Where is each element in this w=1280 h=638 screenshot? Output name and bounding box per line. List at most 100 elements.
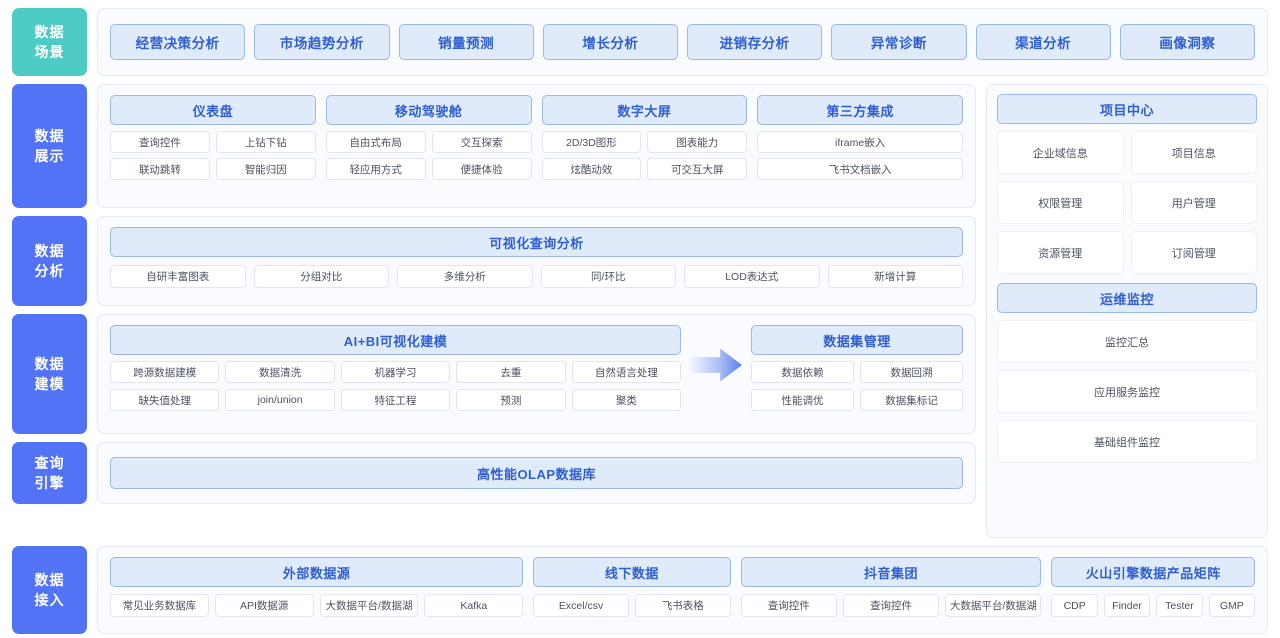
modeling-left-title[interactable]: AI+BI可视化建模: [110, 325, 681, 355]
display-group-title[interactable]: 数字大屏: [541, 95, 748, 125]
project-center-tile[interactable]: 项目信息: [1130, 131, 1257, 174]
display-group-title[interactable]: 仪表盘: [110, 95, 316, 125]
olap-database-block[interactable]: 高性能OLAP数据库: [110, 457, 963, 489]
project-center-tile[interactable]: 企业域信息: [997, 131, 1124, 174]
project-center-tile[interactable]: 用户管理: [1130, 181, 1257, 224]
analysis-chip[interactable]: LOD表达式: [684, 265, 820, 288]
row-label-query-engine: 查询 引擎: [12, 442, 87, 504]
analysis-chip[interactable]: 自研丰富图表: [110, 265, 246, 288]
side-panel: 项目中心 企业域信息 项目信息 权限管理 用户管理 资源管理 订阅管理 运维监控…: [986, 84, 1268, 538]
ops-monitor-tile[interactable]: 应用服务监控: [997, 370, 1257, 413]
modeling-chip[interactable]: 聚类: [571, 389, 682, 411]
modeling-chip[interactable]: 自然语言处理: [571, 361, 682, 383]
row-query-engine: 查询 引擎 高性能OLAP数据库: [12, 442, 976, 504]
modeling-chip[interactable]: 缺失值处理: [110, 389, 220, 411]
ingestion-group-title[interactable]: 线下数据: [533, 557, 731, 587]
ingestion-chip[interactable]: GMP: [1208, 594, 1256, 617]
display-chip[interactable]: 自由式布局: [325, 131, 426, 153]
analysis-title[interactable]: 可视化查询分析: [110, 227, 963, 257]
display-chip[interactable]: 2D/3D图形: [541, 131, 642, 153]
ingestion-group-title[interactable]: 火山引擎数据产品矩阵: [1051, 557, 1256, 587]
dataset-chip[interactable]: 数据依赖: [751, 361, 854, 383]
ingestion-chip[interactable]: CDP: [1051, 594, 1098, 617]
display-chip[interactable]: iframe嵌入: [757, 131, 963, 153]
scenario-item-4[interactable]: 进销存分析: [687, 24, 823, 60]
display-chip[interactable]: 查询控件: [110, 131, 210, 153]
chip-line: 跨源数据建模 数据清洗 机器学习 去重 自然语言处理: [110, 361, 682, 383]
scenario-item-3[interactable]: 增长分析: [542, 24, 678, 60]
row-modeling: 数据 建模 AI+BI可视化建模 跨源数据建模 数据清洗 机器学习 去重 自: [12, 314, 976, 434]
analysis-chips: 自研丰富图表 分组对比 多维分析 同/环比 LOD表达式 新增计算: [110, 265, 963, 288]
modeling-chip[interactable]: 机器学习: [340, 361, 451, 383]
modeling-chip[interactable]: 跨源数据建模: [110, 361, 220, 383]
ingestion-chip[interactable]: Excel/csv: [533, 594, 629, 617]
ingestion-chip[interactable]: 大数据平台/数据湖: [945, 594, 1042, 617]
display-group-title[interactable]: 移动驾驶舱: [325, 95, 532, 125]
display-chip[interactable]: 炫酷动效: [541, 158, 642, 180]
ingestion-chip[interactable]: API数据源: [214, 594, 314, 617]
chip-line: 轻应用方式 便捷体验: [325, 158, 532, 180]
display-group-dashboard: 仪表盘 查询控件 上钻下钻 联动跳转 智能归因: [110, 95, 316, 197]
chip-line: 联动跳转 智能归因: [110, 158, 316, 180]
ingestion-chip[interactable]: Finder: [1103, 594, 1151, 617]
display-chip[interactable]: 联动跳转: [110, 158, 210, 180]
ops-monitor-title[interactable]: 运维监控: [997, 283, 1257, 313]
scenario-item-6[interactable]: 渠道分析: [975, 24, 1111, 60]
display-chip[interactable]: 图表能力: [647, 131, 748, 153]
display-chip[interactable]: 轻应用方式: [325, 158, 426, 180]
scenario-item-7[interactable]: 画像洞察: [1119, 24, 1255, 60]
ops-monitor-tile[interactable]: 基础组件监控: [997, 420, 1257, 463]
display-chip[interactable]: 智能归因: [215, 158, 316, 180]
project-center-tile[interactable]: 权限管理: [997, 181, 1124, 224]
ingestion-chip[interactable]: 查询控件: [842, 594, 940, 617]
row-label-line2: 分析: [34, 263, 65, 279]
row-label-line1: 数据: [34, 128, 65, 144]
display-group-third-party: 第三方集成 iframe嵌入 飞书文档嵌入: [757, 95, 963, 197]
ingestion-groups: 外部数据源 常见业务数据库 API数据源 大数据平台/数据湖 Kafka 线下数…: [110, 557, 1256, 623]
analysis-chip[interactable]: 同/环比: [540, 265, 676, 288]
scenario-list: 经营决策分析 市场趋势分析 销量预测 增长分析 进销存分析 异常诊断 渠道分析 …: [110, 19, 1255, 65]
display-group-title[interactable]: 第三方集成: [757, 95, 963, 125]
ingestion-group-volcengine: 火山引擎数据产品矩阵 CDP Finder Tester GMP: [1051, 557, 1256, 623]
ingestion-chip[interactable]: 查询控件: [740, 594, 837, 617]
display-chip[interactable]: 便捷体验: [431, 158, 532, 180]
modeling-right-title[interactable]: 数据集管理: [751, 325, 963, 355]
ops-monitor-tiles: 监控汇总 应用服务监控 基础组件监控: [997, 320, 1257, 463]
dataset-chip[interactable]: 性能调优: [751, 389, 854, 411]
ops-monitor-tile[interactable]: 监控汇总: [997, 320, 1257, 363]
modeling-chip[interactable]: 预测: [456, 389, 566, 411]
ingestion-group-title[interactable]: 抖音集团: [740, 557, 1042, 587]
chip-line: 数据依赖 数据回溯: [751, 361, 963, 383]
project-center-tile[interactable]: 订阅管理: [1130, 231, 1257, 274]
analysis-chip[interactable]: 新增计算: [827, 265, 963, 288]
modeling-chip[interactable]: 去重: [456, 361, 566, 383]
project-center-tile[interactable]: 资源管理: [997, 231, 1124, 274]
scenario-item-5[interactable]: 异常诊断: [831, 24, 967, 60]
chip-line: 缺失值处理 join/union 特征工程 预测 聚类: [110, 389, 682, 411]
modeling-chip[interactable]: join/union: [225, 389, 335, 411]
ingestion-chip[interactable]: Kafka: [424, 594, 524, 617]
display-chip[interactable]: 飞书文档嵌入: [757, 158, 963, 180]
ingestion-chip[interactable]: 飞书表格: [634, 594, 731, 617]
analysis-chip[interactable]: 分组对比: [253, 265, 389, 288]
modeling-chip[interactable]: 数据清洗: [225, 361, 335, 383]
scenario-item-1[interactable]: 市场趋势分析: [254, 24, 390, 60]
display-chip[interactable]: 上钻下钻: [215, 131, 316, 153]
row-label-line2: 场景: [34, 44, 65, 60]
ingestion-chips: Excel/csv 飞书表格: [533, 594, 731, 617]
ingestion-group-title[interactable]: 外部数据源: [110, 557, 524, 587]
display-chip[interactable]: 可交互大屏: [647, 158, 748, 180]
ingestion-chip[interactable]: Tester: [1156, 594, 1203, 617]
dataset-chip[interactable]: 数据集标记: [860, 389, 963, 411]
display-chip[interactable]: 交互探索: [431, 131, 532, 153]
scenario-item-2[interactable]: 销量预测: [398, 24, 534, 60]
project-center-title[interactable]: 项目中心: [997, 94, 1257, 124]
scenario-item-0[interactable]: 经营决策分析: [110, 24, 246, 60]
ingestion-chip[interactable]: 大数据平台/数据湖: [319, 594, 419, 617]
analysis-chip[interactable]: 多维分析: [397, 265, 533, 288]
modeling-chip[interactable]: 特征工程: [340, 389, 451, 411]
ingestion-chip[interactable]: 常见业务数据库: [110, 594, 209, 617]
dataset-chip[interactable]: 数据回溯: [860, 361, 963, 383]
display-group-chips: 2D/3D图形 图表能力 炫酷动效 可交互大屏: [541, 131, 748, 180]
row-scenario: 数据 场景 经营决策分析 市场趋势分析 销量预测 增长分析 进销存分析 异常诊断…: [12, 8, 1268, 76]
